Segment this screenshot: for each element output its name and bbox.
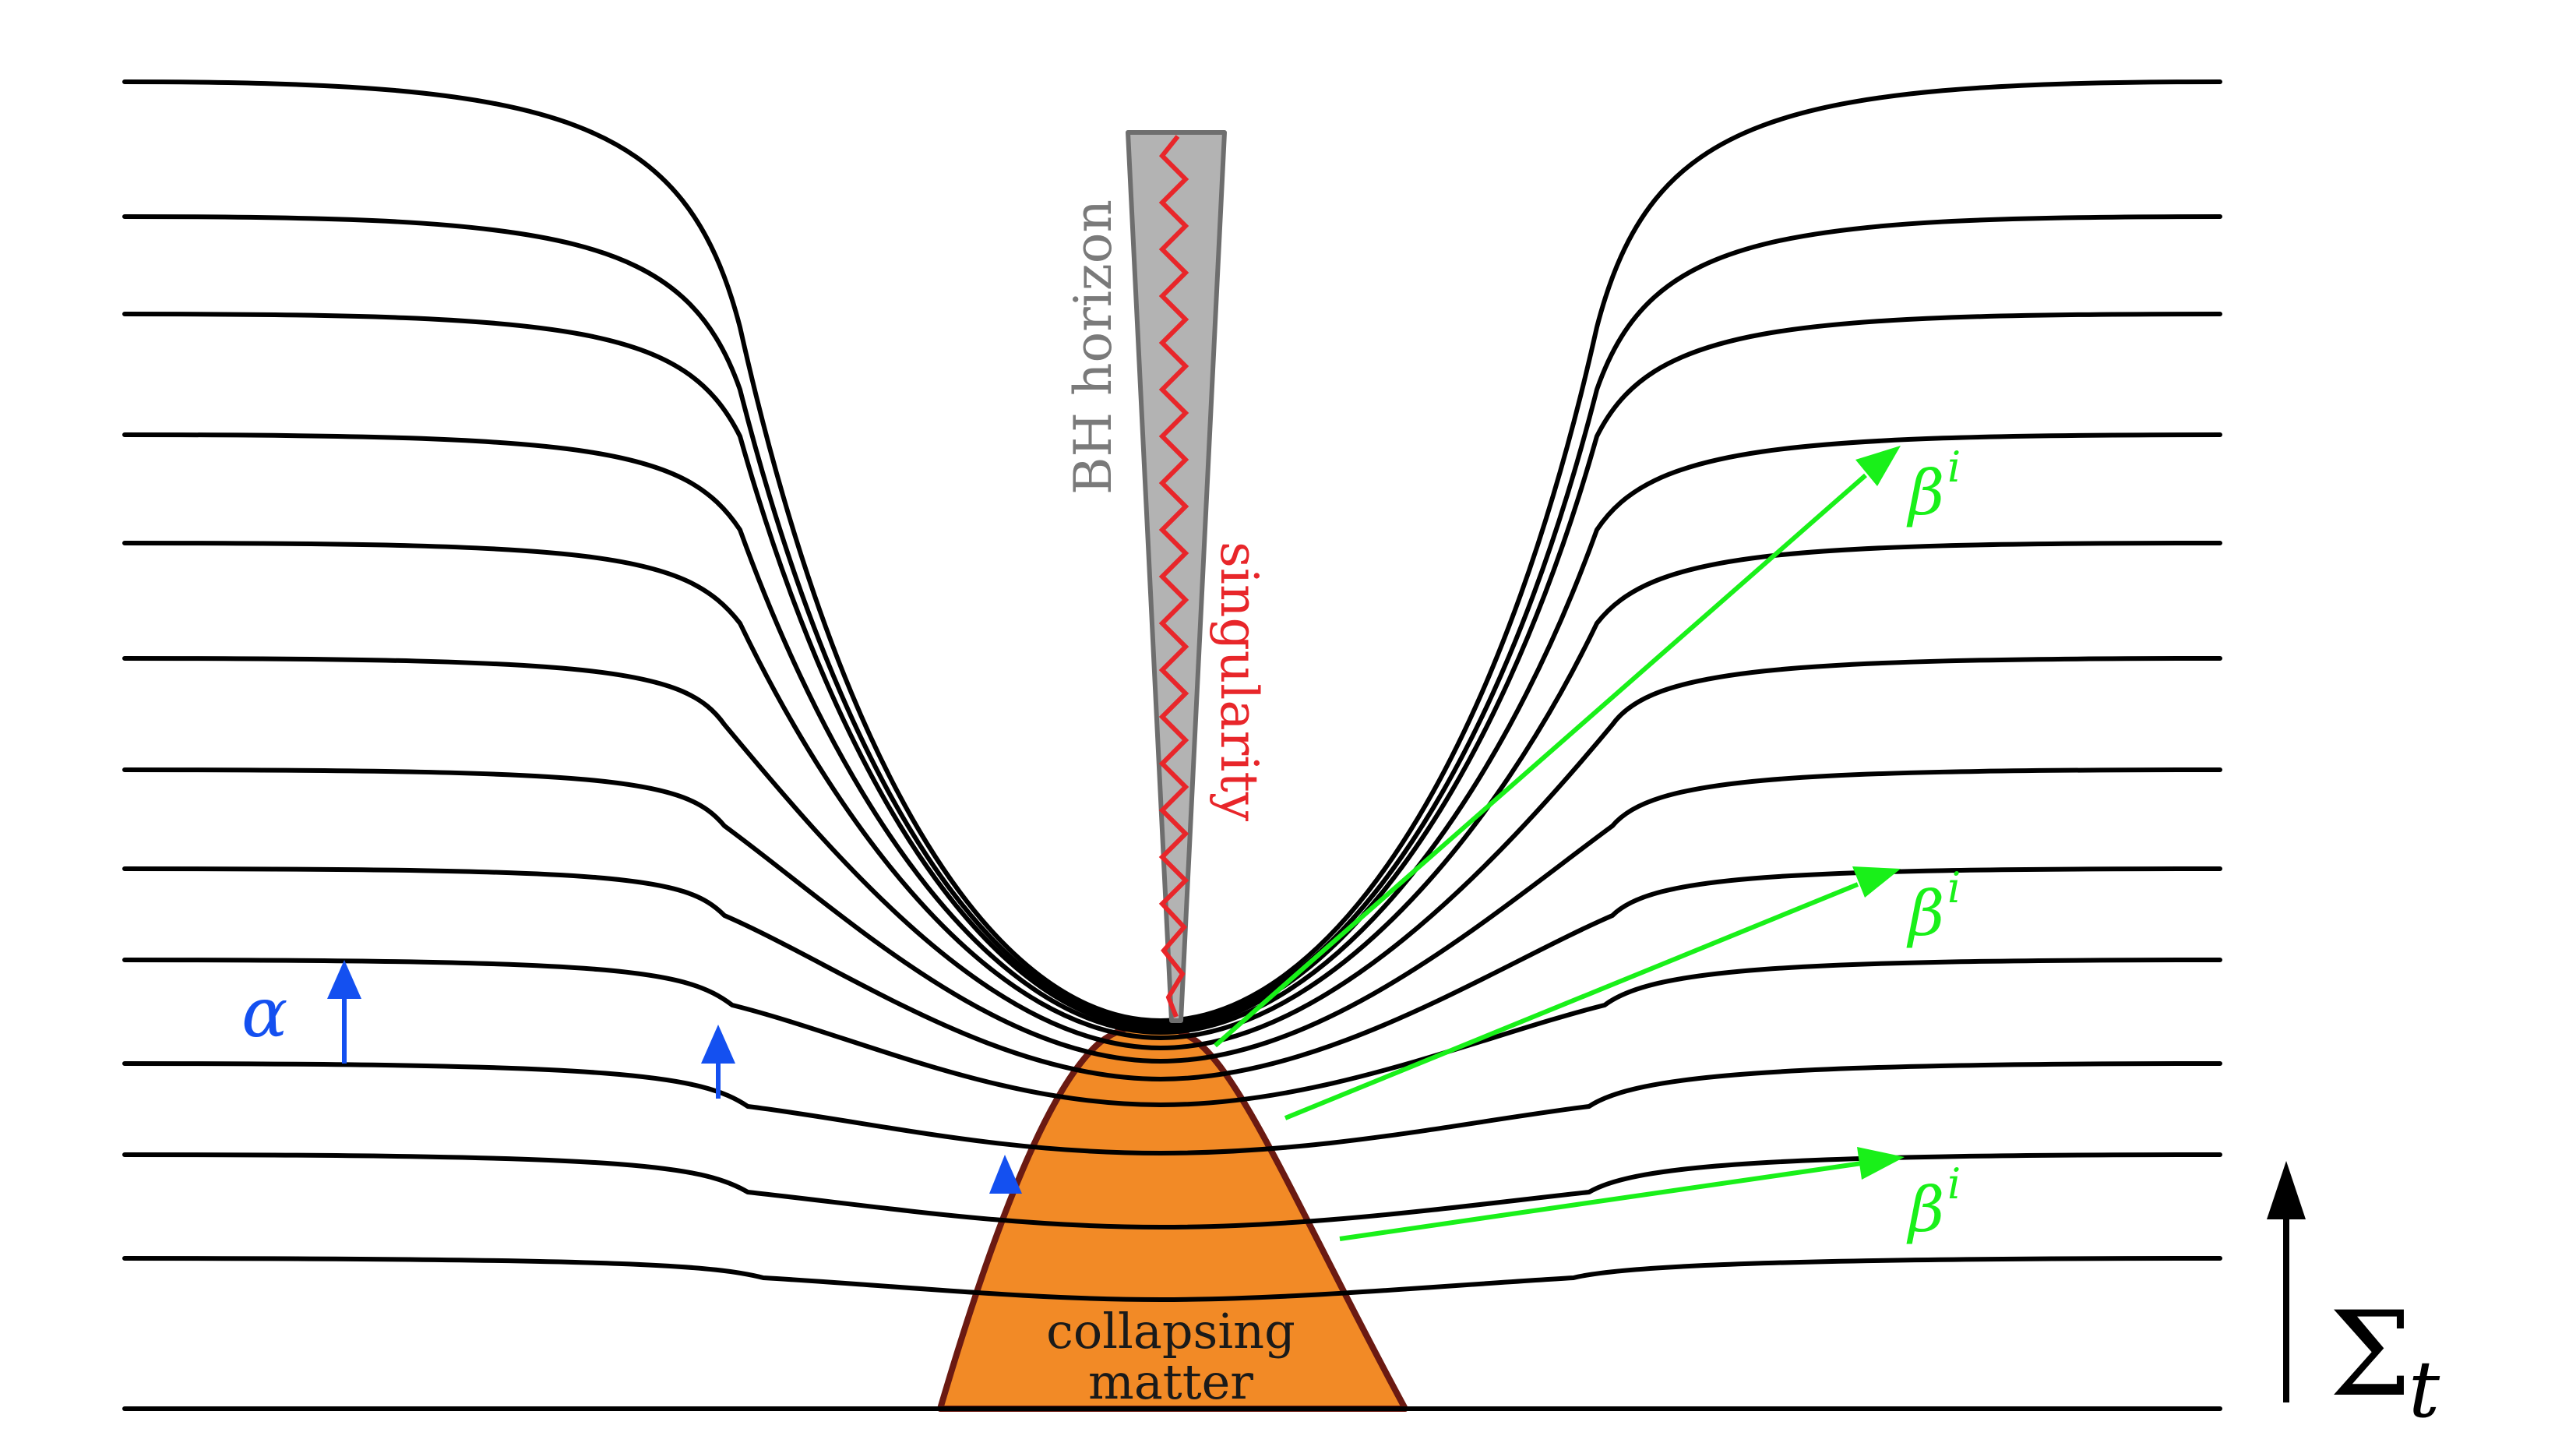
slice-2 [122,214,2222,1028]
lapse-arrows [327,960,1022,1194]
shift-arrows [1214,446,1905,1241]
shift-label-2-sup: i [1947,863,1961,912]
spacelike-slices [122,79,2222,1411]
shift-arrow-1-head [1855,446,1901,486]
slice-12 [122,1256,2222,1303]
slice-label: Σ t [2329,1287,2440,1435]
lapse-arrow-2-head [701,1025,735,1064]
slice-label-base: Σ [2329,1287,2412,1423]
shift-label-3: β i [1906,1159,1961,1246]
slice-10 [122,1061,2222,1156]
shift-arrow-2-head [1852,866,1901,898]
slice-4 [122,432,2222,1035]
shift-arrow-2 [1284,882,1859,1120]
slice-8 [122,866,2222,1082]
lapse-arrow-3-head [989,1155,1022,1194]
shift-label-1-base: β [1906,457,1944,529]
shift-arrow-3 [1339,1161,1862,1241]
slice-6 [122,656,2222,1051]
slice-7 [122,767,2222,1064]
shift-arrow-1 [1214,473,1867,1048]
singularity-label: singularity [1209,542,1269,822]
slice-9 [122,958,2222,1108]
slice-1 [122,79,2222,1024]
lapse-arrow-1-head [327,960,361,999]
shift-label-2-base: β [1906,877,1944,950]
slice-5 [122,541,2222,1041]
slice-11 [122,1152,2222,1230]
horizon-label: BH horizon [1063,199,1123,495]
horizon-shape [1126,130,1227,1023]
shift-label-1: β i [1906,443,1961,529]
bh-horizon-region [1126,130,1227,1023]
shift-label-1-sup: i [1947,443,1961,492]
shift-label-3-base: β [1906,1173,1944,1246]
slice-label-sub: t [2409,1344,2440,1435]
time-arrow-head [2267,1161,2306,1219]
shift-arrow-3-head [1857,1147,1905,1180]
matter-label-line2: matter [1088,1353,1253,1410]
matter-label-line1: collapsing [1046,1303,1295,1360]
time-direction-arrow [2267,1161,2306,1402]
singularity-line [1158,135,1189,1018]
lapse-label: α [241,972,287,1053]
shift-label-3-sup: i [1947,1159,1961,1208]
slice-3 [122,312,2222,1032]
shift-label-2: β i [1906,863,1961,950]
